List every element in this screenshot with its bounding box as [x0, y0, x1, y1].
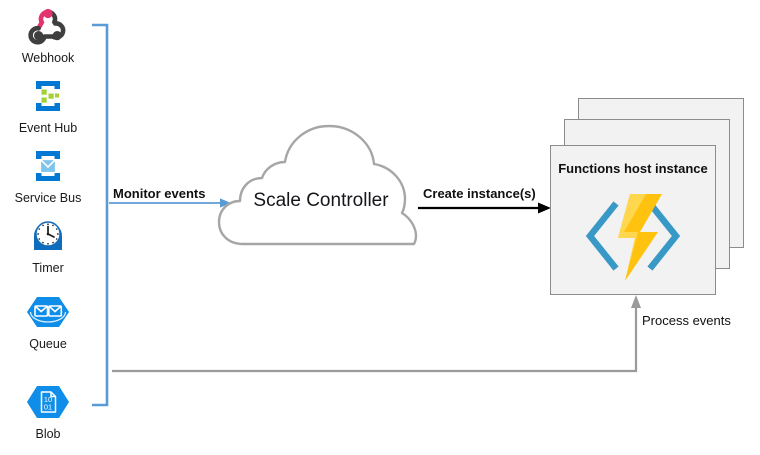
trigger-timer[interactable]: Timer — [6, 212, 90, 275]
trigger-group-bracket — [92, 23, 109, 407]
azure-functions-logo — [585, 194, 681, 281]
trigger-webhook[interactable]: Webhook — [6, 2, 90, 65]
create-instances-arrow — [418, 202, 551, 214]
trigger-blob[interactable]: 10 01 Blob — [6, 378, 90, 441]
functions-host-instance-label: Functions host instance — [558, 161, 708, 176]
trigger-event-hub[interactable]: Event Hub — [6, 72, 90, 135]
webhook-icon — [28, 8, 66, 45]
trigger-label: Queue — [29, 337, 67, 351]
process-events-label: Process events — [642, 313, 731, 328]
svg-text:10: 10 — [44, 395, 52, 404]
blob-icon: 10 01 — [27, 386, 69, 418]
trigger-label: Blob — [35, 427, 61, 441]
trigger-label: Timer — [32, 261, 64, 275]
trigger-label: Event Hub — [18, 121, 78, 135]
scale-controller-cloud — [217, 124, 418, 246]
timer-icon — [34, 221, 62, 250]
create-instances-label: Create instance(s) — [423, 186, 536, 201]
service-bus-icon — [36, 151, 60, 181]
trigger-service-bus[interactable]: Service Bus — [6, 142, 90, 205]
trigger-label: Webhook — [21, 51, 75, 65]
svg-text:01: 01 — [44, 402, 52, 411]
monitor-events-label: Monitor events — [113, 186, 206, 201]
scale-controller-label: Scale Controller — [253, 190, 389, 211]
trigger-label: Service Bus — [14, 191, 82, 205]
event-hub-icon — [36, 81, 60, 111]
trigger-queue[interactable]: Queue — [6, 288, 90, 351]
queue-icon — [27, 297, 69, 327]
process-events-path — [112, 295, 641, 373]
